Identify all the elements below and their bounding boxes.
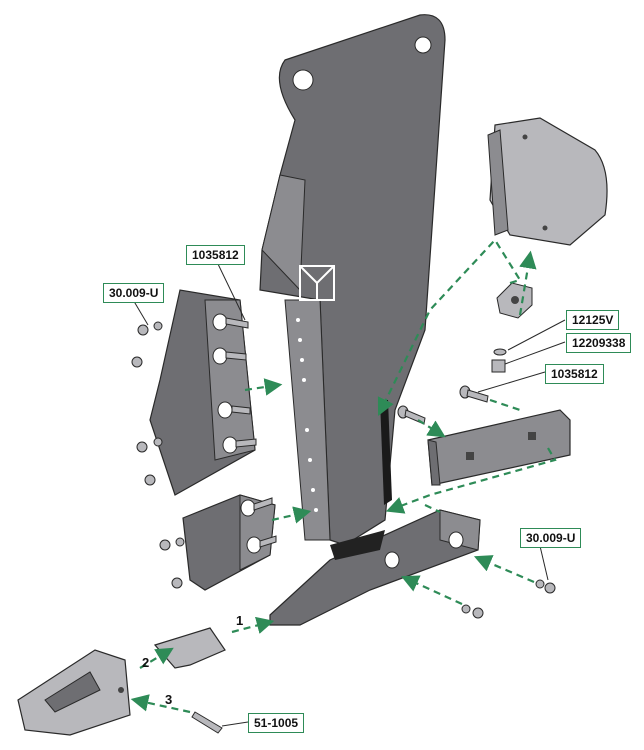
callout-pin-bottom: 51-1005 — [248, 713, 305, 733]
washer-and-bolt-right — [491, 348, 507, 373]
pin — [191, 711, 223, 734]
callout-nut-lower-right: 30.009-U — [520, 528, 582, 548]
tooth — [17, 649, 131, 736]
bolts-wear-bar — [397, 385, 489, 425]
left-wear-block-upper — [149, 289, 256, 496]
shank-frame — [259, 14, 446, 546]
step-number-2: 2 — [142, 655, 150, 670]
callout-nut-top-right: 12125V — [566, 310, 620, 330]
leader-lines — [131, 263, 566, 727]
adapter — [153, 627, 226, 669]
callout-bolt-right: 1035812 — [545, 364, 604, 384]
nuts-left — [131, 321, 185, 589]
callout-nut-left: 30.009-U — [103, 283, 165, 303]
callout-washer-right: 12209338 — [566, 333, 632, 353]
wear-bar — [427, 409, 571, 486]
cover-plate — [487, 117, 608, 246]
assembly-arrows — [130, 238, 557, 714]
hex-nut-plate — [496, 282, 533, 319]
foot-plate — [269, 509, 481, 626]
bolts-left — [225, 317, 277, 548]
step-number-1: 1 — [236, 613, 244, 628]
step-number-3: 3 — [165, 692, 173, 707]
nuts-right — [461, 579, 556, 619]
callout-bolt-upper-left: 1035812 — [186, 245, 245, 265]
left-wear-block-lower — [182, 494, 276, 591]
